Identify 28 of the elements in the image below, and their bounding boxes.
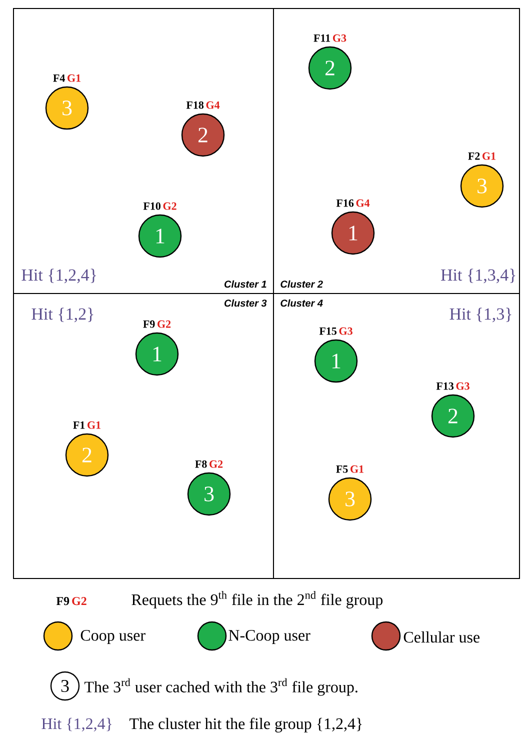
legend-text: The 3$^{rd}$ user cached with the 3$^{rd}$ file group. [84,678,358,696]
legend-text: Cellular use [404,631,480,643]
request-label: F1 G1 [73,421,100,429]
legend-text: Coop user [80,630,146,644]
cluster-label: Cluster 4 [280,299,323,307]
request-label: F9 G2 [56,597,86,606]
request-label: F16 G4 [336,199,370,207]
request-label: F4 G1 [53,74,80,82]
request-label: F9 G2 [143,320,171,328]
hit-label: Hit {1,2,4} [42,718,112,732]
legend-text: The cluster hit the file group {1,2,4} [129,718,362,732]
hit-label: Hit {1,3} [450,308,512,322]
request-label: F11 G3 [314,34,346,42]
request-label: F13 G3 [436,382,470,390]
cluster-label: Cluster 2 [280,280,323,288]
hit-label: Hit {1,2} [32,308,94,322]
cluster-label: Cluster 3 [224,299,267,307]
cluster-label: Cluster 1 [224,280,266,288]
request-label: F10 G2 [143,202,176,210]
hit-label: Hit {1,2,4} [22,268,96,284]
request-label: F5 G1 [336,465,364,473]
request-label: F18 G4 [186,101,220,109]
legend-text: N-Coop user [228,630,310,644]
request-label: F15 G3 [319,327,352,335]
request-label: F8 G2 [195,460,223,468]
request-label: F2 G1 [468,152,496,160]
legend-text: Requets the 9$^{th}$ file in the 2$^{nd}$ file group [132,590,383,608]
hit-label: Hit {1,3,4} [441,268,516,284]
